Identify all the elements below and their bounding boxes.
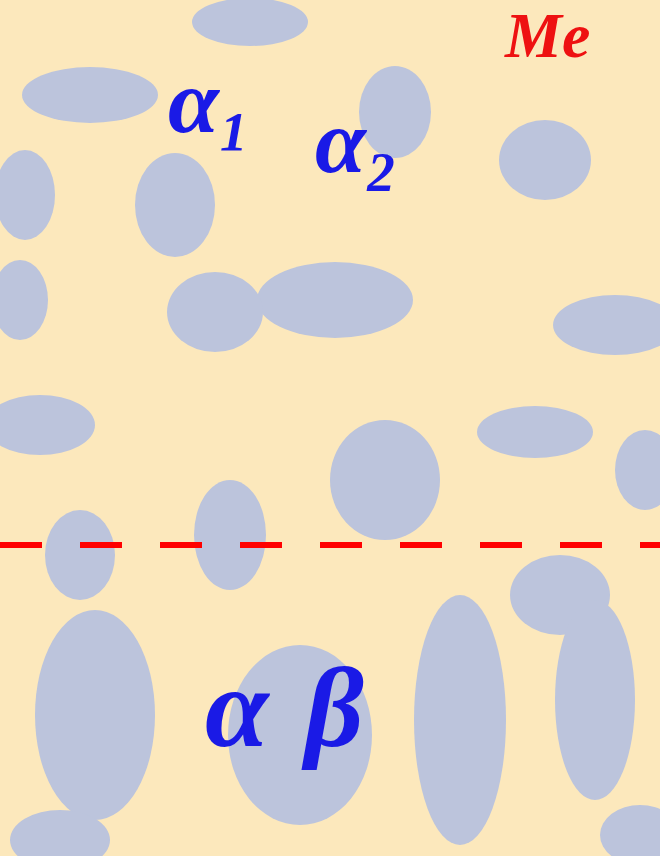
phase-label: α₁ [168, 55, 251, 147]
boundary-line [0, 542, 660, 548]
phase-label: α [205, 650, 269, 765]
phase-label: β [305, 650, 364, 765]
title-fragment: Me [505, 4, 590, 68]
phase-label: α₂ [315, 95, 398, 187]
